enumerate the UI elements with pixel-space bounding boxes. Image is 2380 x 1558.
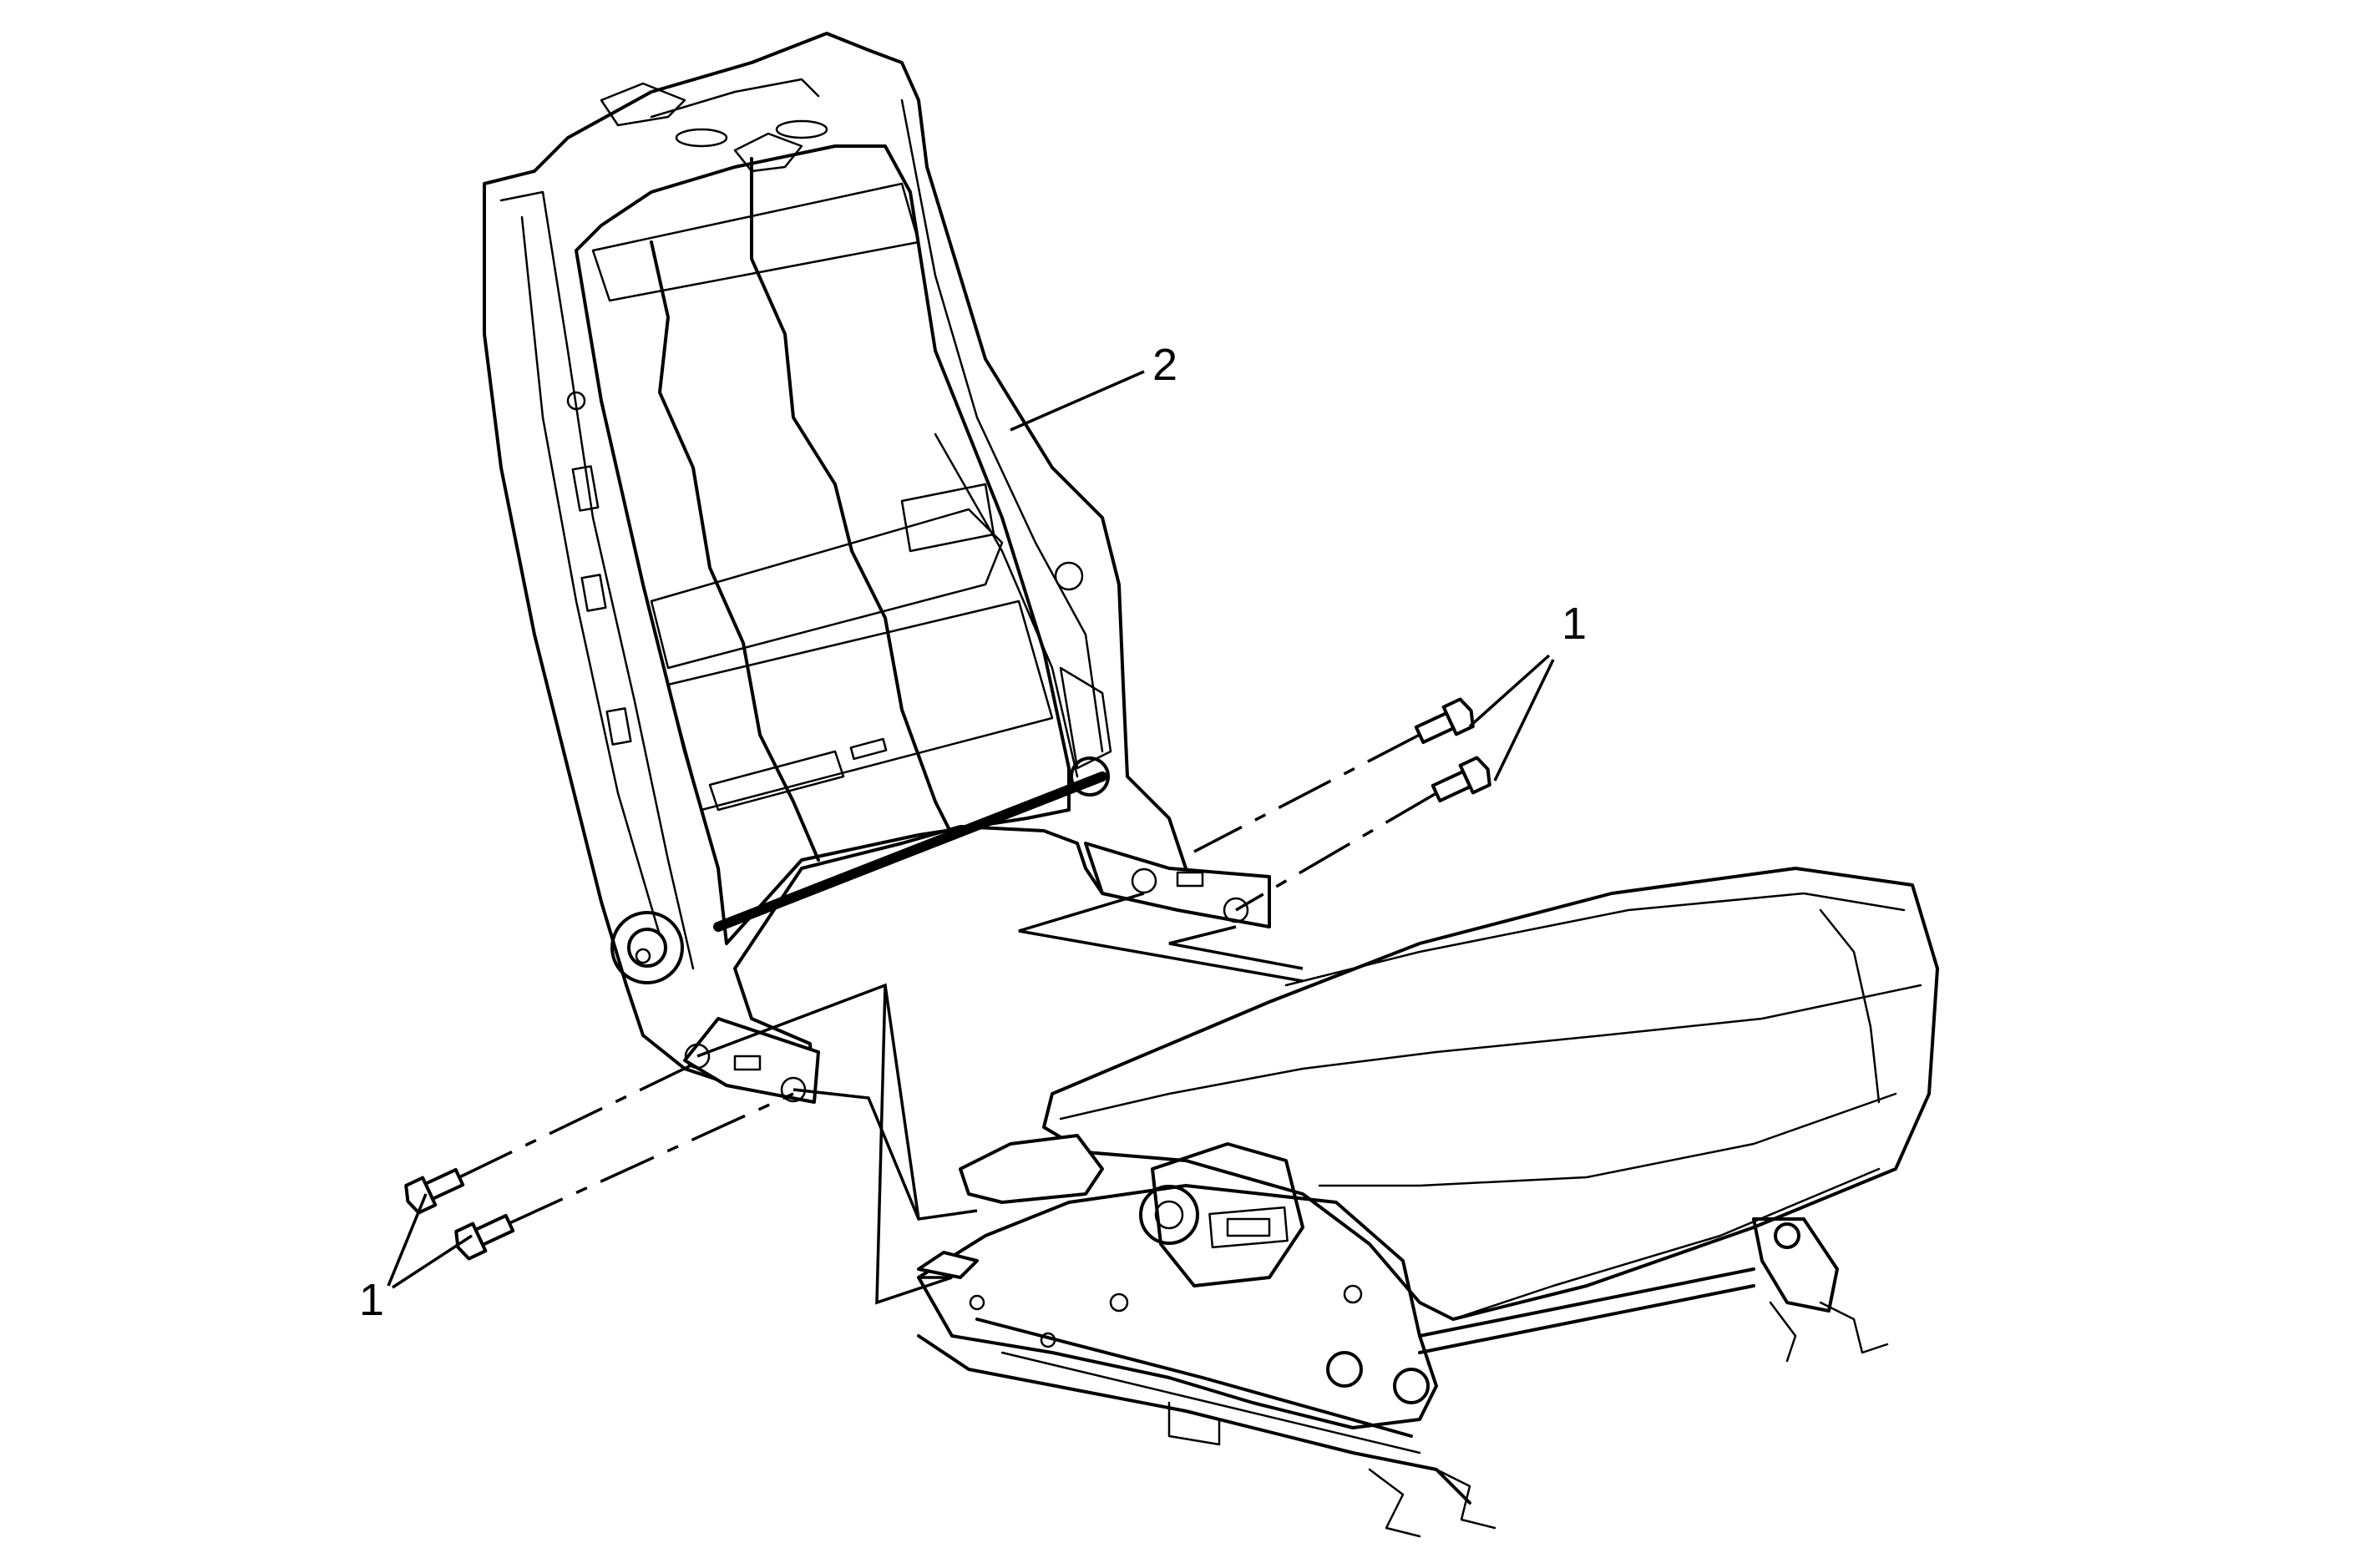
- callout-1-lower-label: 1: [359, 1275, 384, 1325]
- seat-cushion: [1042, 867, 1939, 1321]
- callout-2-label: 2: [1152, 340, 1177, 390]
- seat-adjuster-base: [917, 1134, 1889, 1538]
- bolt-lower-2: [454, 1213, 515, 1261]
- alignment-lines: [458, 733, 1437, 1305]
- seat-back-frame: [483, 32, 1271, 1104]
- bolt-upper-2: [1431, 756, 1491, 803]
- callout-1-lower: 1: [359, 1193, 473, 1325]
- callout-2: 2: [1010, 340, 1177, 432]
- callout-1-upper-label: 1: [1562, 599, 1587, 649]
- bolt-lower-1: [404, 1167, 465, 1215]
- callout-1-upper: 1: [1468, 599, 1587, 782]
- bolt-upper-1: [1414, 697, 1475, 745]
